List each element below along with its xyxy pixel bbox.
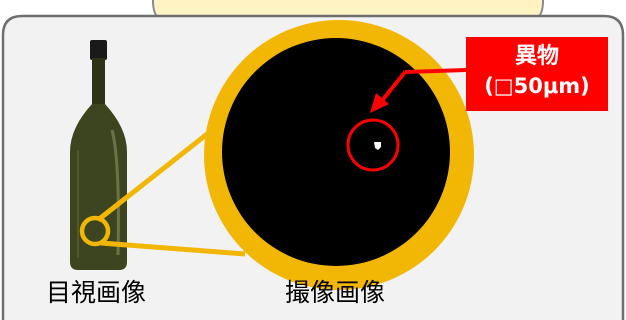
callout-arrow-shaft bbox=[379, 70, 407, 104]
bottle-zoom-circle bbox=[79, 215, 111, 247]
callout-size: (□50μm) bbox=[484, 74, 590, 98]
captured-image-label: 撮像画像 bbox=[285, 278, 386, 307]
callout-title: 異物 bbox=[514, 44, 559, 69]
visual-image-label: 目視画像 bbox=[46, 278, 147, 307]
zoom-line-bottom bbox=[100, 240, 246, 257]
callout-arrow bbox=[404, 68, 467, 74]
foreign-particle-dot bbox=[374, 142, 381, 150]
particle-highlight-circle bbox=[346, 118, 400, 172]
callout-arrowhead bbox=[370, 93, 389, 113]
foreign-object-callout: 異物 (□50μm) bbox=[466, 37, 608, 111]
magnified-view bbox=[222, 38, 450, 266]
